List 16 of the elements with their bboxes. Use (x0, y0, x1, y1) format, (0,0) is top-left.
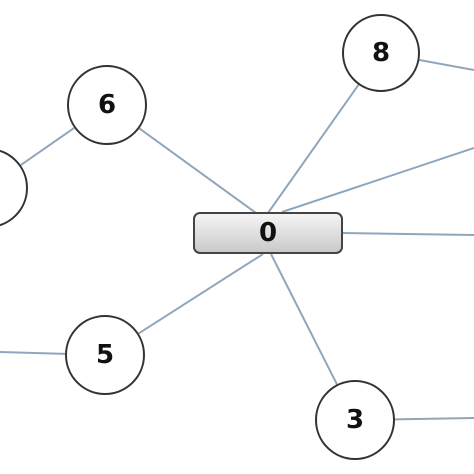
connector-line (0, 351, 66, 355)
connector-line (20, 127, 75, 166)
node-label: 0 (258, 220, 278, 246)
connector-line (394, 417, 474, 420)
node-label: 8 (372, 40, 390, 66)
connector-line (138, 253, 264, 334)
connector-line (419, 59, 474, 71)
connector-line (138, 128, 257, 214)
node-label: 6 (98, 92, 116, 118)
process-box (193, 212, 343, 254)
connector-line (270, 254, 338, 385)
connector-line (282, 147, 474, 213)
connector-line (342, 232, 474, 236)
connector-line (267, 84, 360, 214)
node-label: 3 (346, 407, 364, 433)
node-label: 5 (96, 342, 114, 368)
